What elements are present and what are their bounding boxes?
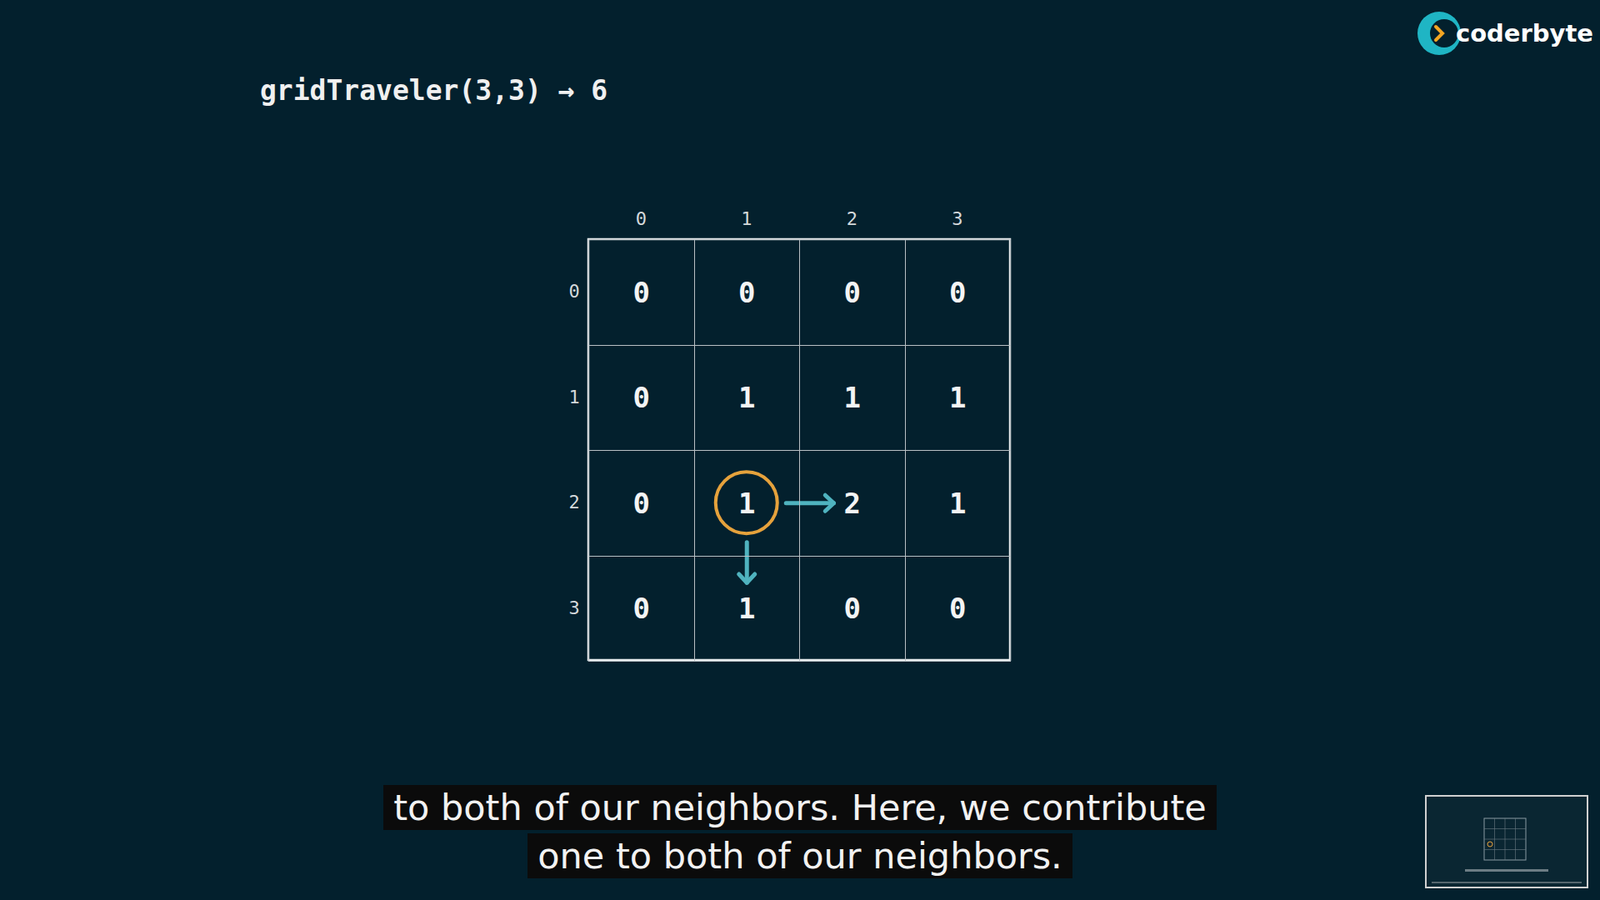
arrow-connector — [739, 542, 755, 584]
cell-value: 1 — [949, 383, 966, 412]
brand-logo: coderbyte — [1455, 21, 1594, 46]
row-index: 2 — [568, 493, 580, 512]
row-index: 0 — [568, 282, 580, 301]
grid-cell: 1 — [799, 345, 906, 452]
grid-cell: 0 — [694, 239, 801, 346]
grid-cell: 0 — [588, 450, 695, 557]
cell-value: 1 — [738, 594, 755, 623]
arrow-connector — [785, 495, 834, 511]
highlight-circle — [715, 471, 778, 534]
grid-cell: 0 — [799, 239, 906, 346]
grid-cell: 2 — [799, 450, 906, 557]
cell-value: 0 — [633, 278, 650, 307]
grid-cell: 0 — [588, 555, 695, 663]
column-index: 3 — [951, 210, 963, 229]
cell-value: 1 — [844, 383, 861, 412]
grid-cell: 0 — [905, 239, 1012, 346]
cell-value: 1 — [949, 489, 966, 518]
grid-cell: 1 — [694, 555, 801, 663]
grid-cell: 1 — [694, 345, 801, 452]
subtitle: to both of our neighbors. Here, we contr… — [383, 785, 1217, 879]
title: gridTraveler(3,3) → 6 — [260, 76, 608, 105]
column-index: 2 — [846, 210, 858, 229]
column-index: 0 — [635, 210, 647, 229]
row-index: 1 — [568, 388, 580, 407]
cell-value: 0 — [949, 278, 966, 307]
video-thumbnail — [1425, 795, 1588, 888]
cell-value: 0 — [844, 594, 861, 623]
cell-value: 0 — [738, 278, 755, 307]
grid-cell: 1 — [905, 450, 1012, 557]
cell-value: 0 — [633, 383, 650, 412]
cell-value: 1 — [738, 383, 755, 412]
grid-cell: 1 — [905, 345, 1012, 452]
cell-value: 2 — [844, 489, 861, 518]
grid-cell: 0 — [588, 345, 695, 452]
column-index: 1 — [740, 210, 752, 229]
cell-value: 0 — [633, 489, 650, 518]
logo-icon — [1417, 11, 1461, 55]
cell-value: 0 — [633, 594, 650, 623]
grid-cell: 0 — [588, 239, 695, 346]
grid-cell: 0 — [905, 555, 1012, 663]
cell-value: 0 — [949, 594, 966, 623]
grid-cell: 0 — [799, 555, 906, 663]
row-index: 3 — [568, 599, 580, 618]
cell-value: 1 — [738, 489, 755, 518]
grid-cell: 1 — [694, 450, 801, 557]
subtitle-box: to both of our neighbors. Here, we contr… — [350, 783, 1250, 880]
cell-value: 0 — [844, 278, 861, 307]
